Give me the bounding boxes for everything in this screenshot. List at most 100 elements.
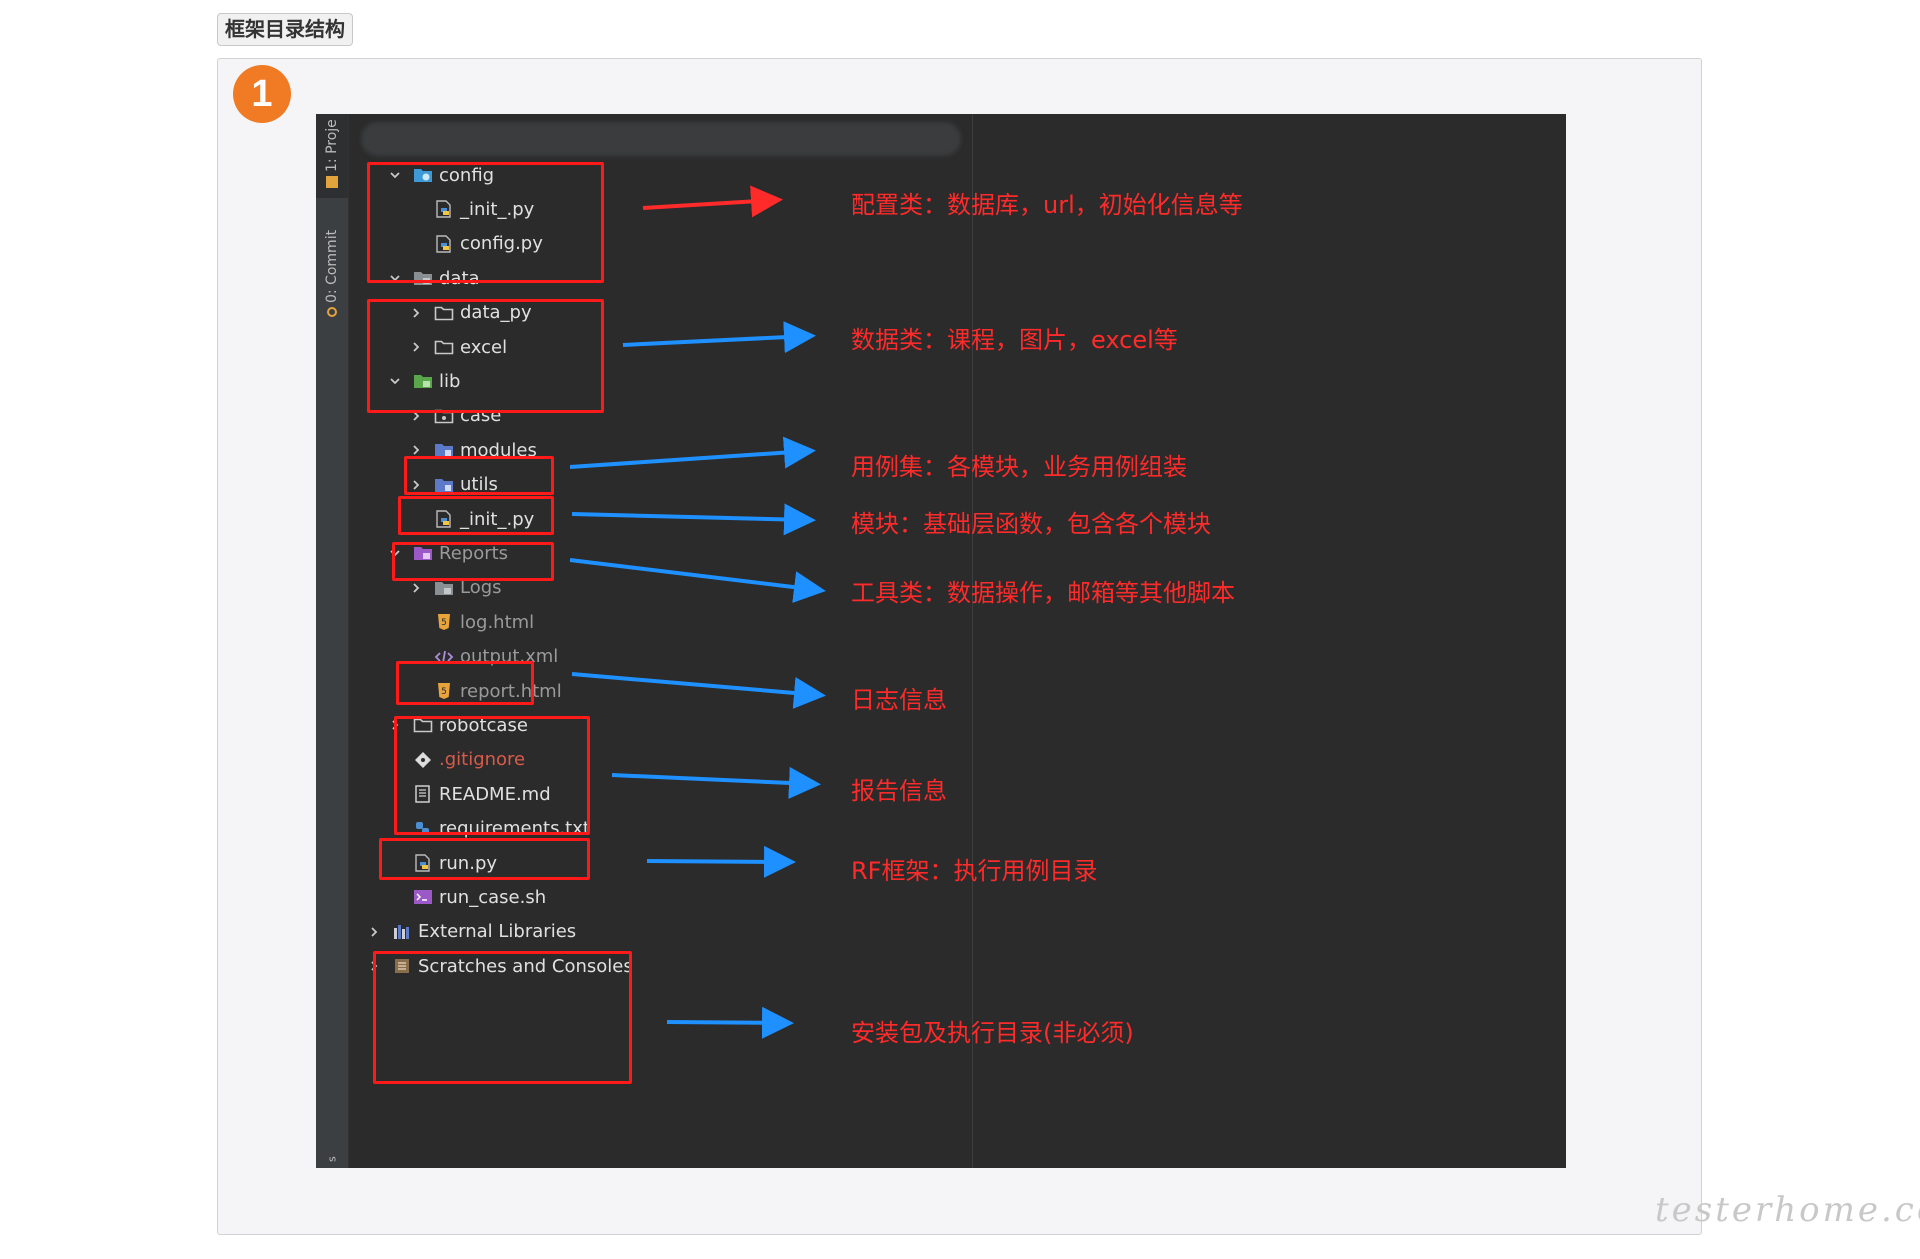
tree-item[interactable]: utils [408,465,498,505]
xml-file-icon [434,648,454,666]
bottom-tool-tab[interactable]: s [316,1150,348,1168]
tree-item[interactable]: run.py [387,843,497,883]
blurred-toolbar [361,122,961,156]
step-badge: 1 [233,65,291,123]
commit-tool-tab[interactable]: 0: Commit [316,218,348,332]
folder-gray-icon [434,579,454,597]
tree-item-label: .gitignore [439,749,526,771]
scratches-icon [392,957,412,975]
tree-item[interactable]: Reports [387,533,508,573]
python-file-icon [434,510,454,528]
chevron-right-icon[interactable] [408,580,424,596]
svg-text:5: 5 [441,618,447,628]
highlight-config [367,162,604,283]
folder-purple-icon [413,544,433,562]
annotation-label: 工具类：数据操作，邮箱等其他脚本 [851,579,1235,607]
tree-item-label: Reports [439,542,509,564]
commit-icon [327,306,337,317]
tree-item-label: modules [460,439,537,461]
tree-item-label: run.py [439,852,498,874]
highlight-data [367,299,604,413]
folder-icon [326,176,338,189]
tree-item-label: External Libraries [418,921,577,943]
tree-item[interactable]: config.py [408,224,543,264]
markdown-file-icon [413,785,433,803]
annotation-label: 模块：基础层函数，包含各个模块 [851,510,1211,538]
tree-item[interactable]: Logs [408,568,502,608]
tree-item[interactable]: lib [387,361,460,401]
tree-item[interactable]: excel [408,327,507,367]
annotation-label: 报告信息 [851,777,947,805]
tree-item-label: Logs [460,577,502,599]
no-chevron [408,614,424,630]
chevron-right-icon[interactable] [408,339,424,355]
highlight-run-files [373,951,632,1084]
tree-item-label: lib [439,370,461,392]
annotation-label: 日志信息 [851,686,947,714]
annotation-label: 配置类：数据库，url，初始化信息等 [851,191,1243,219]
html-file-icon: 5 [434,613,454,631]
tree-item[interactable]: External Libraries [366,912,576,952]
watermark: testerhome.com [1655,1190,1920,1230]
tree-item-label: config.py [460,233,543,255]
tree-item-label: config [439,164,495,186]
tree-item[interactable]: config [387,155,494,195]
svg-text:5: 5 [441,687,447,697]
tree-item[interactable]: README.md [387,774,551,814]
folder-icon [413,716,433,734]
tree-item-label: Scratches and Consoles [418,955,633,977]
chevron-right-icon[interactable] [408,442,424,458]
tree-item[interactable]: data_py [408,293,532,333]
tree-item-label: run_case.sh [439,886,547,908]
highlight-utils [392,542,554,581]
chevron-right-icon[interactable] [408,408,424,424]
highlight-modules [398,496,554,535]
folder-config-icon [413,166,433,184]
git-file-icon [413,751,433,769]
highlight-robotcase [379,838,590,880]
commit-tab-label: 0: Commit [324,229,340,303]
tree-item-label: data_py [460,302,532,324]
tree-item-label: utils [460,474,498,496]
tree-item-label: excel [460,336,508,358]
python-file-icon [413,854,433,872]
annotation-label: RF框架：执行用例目录 [851,857,1098,885]
tree-item-label: data [439,267,480,289]
tree-item[interactable]: Scratches and Consoles [366,946,633,986]
folder-green-icon [413,372,433,390]
chevron-right-icon[interactable] [366,924,382,940]
annotation-label: 用例集：各模块，业务用例组装 [851,453,1187,481]
chevron-down-icon[interactable] [387,167,403,183]
chevron-right-icon[interactable] [408,477,424,493]
folder-icon [434,338,454,356]
folder-icon [434,304,454,322]
tree-item-label: report.html [460,680,562,702]
tree-item[interactable]: 5 report.html [408,671,562,711]
tree-item-label: _init_.py [460,198,535,220]
annotation-label: 安装包及执行目录(非必须) [851,1019,1134,1047]
chevron-right-icon[interactable] [408,305,424,321]
highlight-case [404,456,554,495]
highlight-logs [396,661,534,705]
tree-item[interactable]: _init_.py [408,189,534,229]
folder-blue-icon [434,476,454,494]
chevron-down-icon[interactable] [387,373,403,389]
tree-item[interactable]: _init_.py [408,499,534,539]
annotation-label: 数据类：课程，图片，excel等 [851,326,1178,354]
tree-item-label: log.html [460,611,535,633]
tree-item-label: robotcase [439,714,528,736]
editor-divider [972,114,973,1168]
project-tab-label: 1: Proje [324,119,340,173]
tree-item[interactable]: .gitignore [387,740,525,780]
tree-item[interactable]: 5 log.html [408,602,534,642]
python-file-icon [434,235,454,253]
tree-item-label: README.md [439,783,551,805]
project-tool-tab[interactable]: 1: Proje [316,114,348,198]
tree-item[interactable]: run_case.sh [387,877,546,917]
highlight-reports [394,716,590,835]
bottom-tab-label: s [325,1156,339,1162]
tree-item-label: _init_.py [460,508,535,530]
tree-item[interactable]: modules [408,430,537,470]
section-tag: 框架目录结构 [217,13,353,46]
